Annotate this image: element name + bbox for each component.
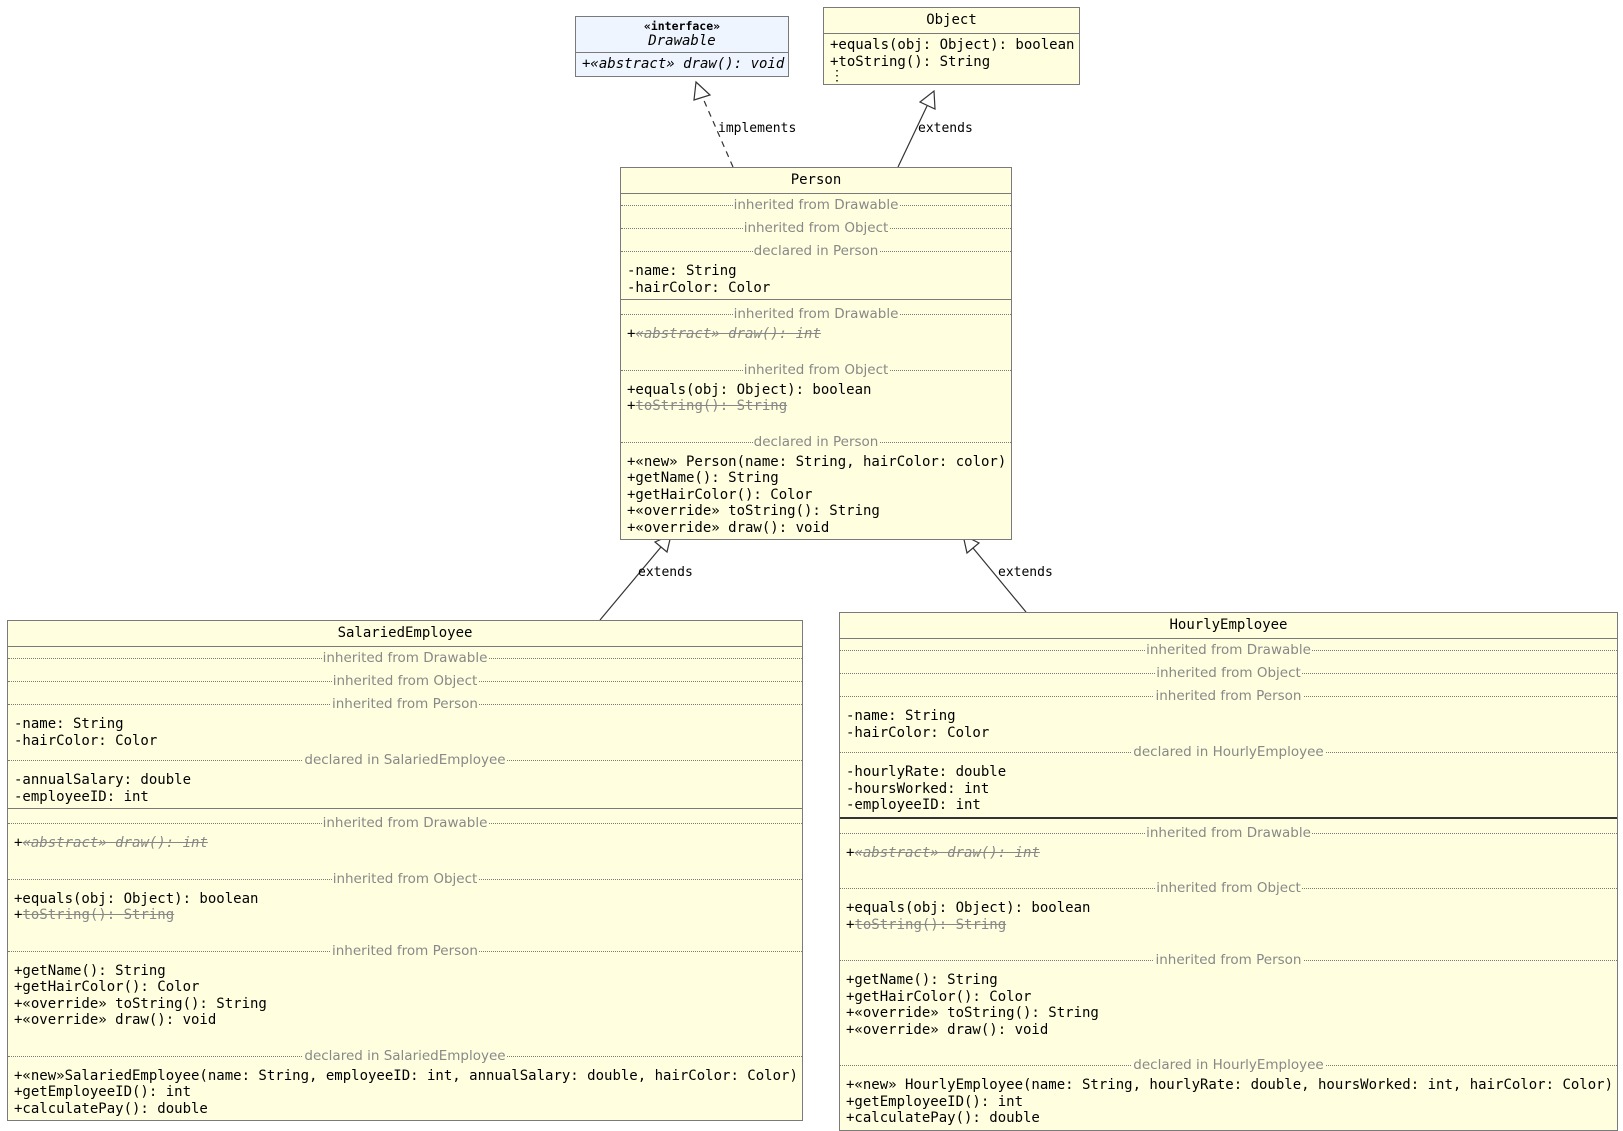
extends-label-object: extends [918,121,973,136]
inherited-method-row: +«abstract» draw(): int [14,835,208,851]
extends-edge-person-object [897,105,928,168]
method-row: +getName(): String [846,972,998,988]
inherited-method-row: +toString(): String [627,398,788,414]
ellipsis: ⋮ [830,68,844,84]
method-row: +«override» draw(): void [627,519,830,536]
method-row: +calculatePay(): double [14,1100,208,1117]
methods-compartment: inherited from Drawable +«abstract» draw… [840,816,1617,1130]
method-row: +getHairColor(): Color [14,979,200,995]
field-row: -annualSalary: double [14,772,192,788]
method-row: +getEmployeeID(): int [14,1084,192,1100]
inherited-method-row: +«abstract» draw(): int [627,326,821,342]
class-header: «interface» Drawable [576,17,788,53]
method-row: +«override» toString(): String [627,503,880,519]
section-separator: inherited from Person [8,940,802,963]
section-separator: declared in SalariedEmployee [8,749,802,772]
extends-edge-hourly-person [972,547,1027,613]
inherited-method-row: +«abstract» draw(): int [846,844,1040,861]
implements-arrowhead [693,80,712,101]
method-row: +«override» draw(): void [14,1012,217,1028]
fields-compartment: inherited from Drawable inherited from O… [840,639,1617,817]
section-separator: inherited from Drawable [621,303,1011,326]
section-separator: inherited from Object [621,217,1011,240]
method-row: +«override» toString(): String [14,995,267,1012]
class-name: Object [824,8,1079,34]
class-name: HourlyEmployee [840,613,1617,639]
class-hourly-employee[interactable]: HourlyEmployee inherited from Drawable i… [839,612,1618,1131]
field-row: -name: String [846,708,956,724]
method-row: +«abstract» draw(): void [582,56,785,72]
section-separator: inherited from Object [8,868,802,891]
method-row: +«new» Person(name: String, hairColor: c… [627,453,1007,470]
method-row: +equals(obj: Object): boolean [830,37,1075,53]
section-separator: inherited from Person [840,949,1617,972]
section-separator: inherited from Drawable [840,822,1617,845]
method-row: +«new»SalariedEmployee(name: String, emp… [14,1067,798,1084]
section-separator: inherited from Drawable [8,812,802,835]
methods-compartment: inherited from Drawable +«abstract» draw… [8,808,802,1120]
section-separator: inherited from Person [840,685,1617,708]
method-row: +calculatePay(): double [846,1110,1040,1126]
extends-edge-salaried-person [599,546,662,621]
section-separator: inherited from Object [840,877,1617,900]
methods-compartment: inherited from Drawable +«abstract» draw… [621,299,1011,539]
section-separator: inherited from Object [8,670,802,693]
inherited-method-row: +equals(obj: Object): boolean [627,381,872,398]
field-row: -hourlyRate: double [846,764,1007,780]
field-row: -hairColor: Color [14,732,158,749]
section-separator: declared in SalariedEmployee [8,1045,802,1068]
field-row: -employeeID: int [14,788,149,805]
inherited-method-row: +equals(obj: Object): boolean [14,890,259,907]
method-row: +«new» HourlyEmployee(name: String, hour… [846,1077,1614,1093]
field-row: -hairColor: Color [846,724,990,741]
field-row: -name: String [14,716,124,732]
method-row: +getName(): String [14,962,166,979]
method-row: +getName(): String [627,470,779,486]
implements-label: implements [718,121,797,136]
section-separator: declared in Person [621,431,1011,454]
method-row: +getHairColor(): Color [627,486,813,503]
class-person[interactable]: Person inherited from Drawable inherited… [620,167,1012,540]
class-name: Drawable [648,33,716,49]
class-object[interactable]: Object +equals(obj: Object): boolean +to… [823,7,1080,85]
implements-edge [701,95,734,168]
inherited-method-row: +toString(): String [14,907,175,923]
methods-compartment: +equals(obj: Object): boolean +toString(… [824,34,1079,84]
section-separator: inherited from Drawable [840,639,1617,662]
section-separator: declared in HourlyEmployee [840,741,1617,764]
extends-label-hourly: extends [998,565,1053,580]
section-separator: inherited from Person [8,693,802,716]
extends-arrowhead-object [918,89,936,110]
fields-compartment: inherited from Drawable inherited from O… [8,647,802,808]
field-row: -hoursWorked: int [846,780,990,797]
field-row: -hairColor: Color [627,279,771,296]
field-row: -employeeID: int [846,797,981,813]
section-separator: declared in Person [621,240,1011,263]
method-row: +toString(): String [830,53,991,70]
inherited-method-row: +toString(): String [846,916,1007,933]
method-row: +«override» toString(): String [846,1005,1099,1021]
section-separator: inherited from Object [840,662,1617,685]
field-row: -name: String [627,263,737,279]
section-separator: inherited from Drawable [621,194,1011,217]
fields-compartment: inherited from Drawable inherited from O… [621,194,1011,299]
class-name: SalariedEmployee [8,621,802,647]
extends-label-salaried: extends [638,565,693,580]
method-row: +getEmployeeID(): int [846,1093,1024,1110]
section-separator: declared in HourlyEmployee [840,1054,1617,1077]
inherited-method-row: +equals(obj: Object): boolean [846,900,1091,916]
stereotype: «interface» [643,19,721,33]
section-separator: inherited from Object [621,359,1011,382]
class-drawable[interactable]: «interface» Drawable +«abstract» draw():… [575,16,789,77]
method-row: +«override» draw(): void [846,1021,1049,1038]
class-salaried-employee[interactable]: SalariedEmployee inherited from Drawable… [7,620,803,1121]
class-name: Person [621,168,1011,194]
method-row: +getHairColor(): Color [846,988,1032,1005]
section-separator: inherited from Drawable [8,647,802,670]
